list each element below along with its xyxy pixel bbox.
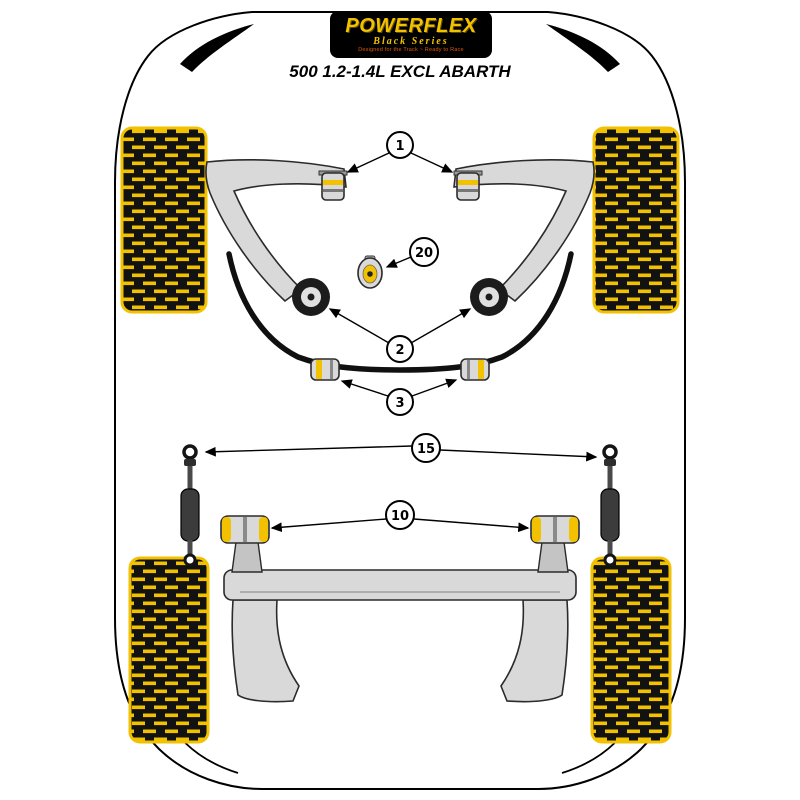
beam-plate-right — [500, 599, 569, 703]
callout-1: 1 — [346, 131, 454, 173]
beam-crossmember — [223, 569, 577, 601]
drop-link-left — [180, 444, 200, 567]
powerflex-logo: POWERFLEX Black Series Designed for the … — [330, 11, 492, 58]
svg-text:2: 2 — [395, 343, 404, 358]
center-bush-part — [357, 255, 383, 289]
svg-text:1: 1 — [395, 139, 404, 154]
logo-series-label: Black Series — [373, 35, 449, 47]
svg-text:15: 15 — [417, 442, 435, 457]
tire-front-left — [120, 126, 208, 314]
a-pillar-right — [546, 24, 620, 72]
beam-bracket-left — [231, 541, 263, 573]
beam-bracket-right — [537, 541, 569, 573]
rear-beam-axle — [223, 541, 577, 703]
callout-15: 15 — [204, 433, 598, 463]
callout-2: 2 — [328, 308, 472, 363]
a-pillar-left — [180, 24, 254, 72]
logo-tagline: Designed for the Track ~ Ready to Race — [358, 46, 464, 53]
svg-text:10: 10 — [391, 509, 409, 524]
arb-bush-right — [460, 358, 490, 381]
front-arm-rear-bush-left — [292, 278, 330, 316]
front-arm-front-bush-left — [318, 170, 348, 201]
callout-20: 20 — [385, 237, 439, 268]
front-arm-front-bush-right — [453, 170, 483, 201]
rear-beam-bush-left — [220, 515, 270, 544]
callout-3: 3 — [340, 378, 458, 416]
arb-bush-left — [310, 358, 340, 381]
svg-text:3: 3 — [395, 396, 404, 411]
tire-rear-right — [590, 556, 672, 744]
front-anti-roll-bar — [226, 251, 574, 373]
callout-10: 10 — [270, 500, 530, 533]
beam-plate-left — [231, 599, 300, 703]
drop-link-right — [600, 444, 620, 567]
svg-text:20: 20 — [415, 246, 433, 261]
fitment-title: 500 1.2-1.4L EXCL ABARTH — [289, 62, 511, 81]
tire-front-right — [592, 126, 680, 314]
tire-rear-left — [128, 556, 210, 744]
front-arm-rear-bush-right — [470, 278, 508, 316]
rear-beam-bush-right — [530, 515, 580, 544]
logo-title: POWERFLEX — [345, 14, 477, 37]
